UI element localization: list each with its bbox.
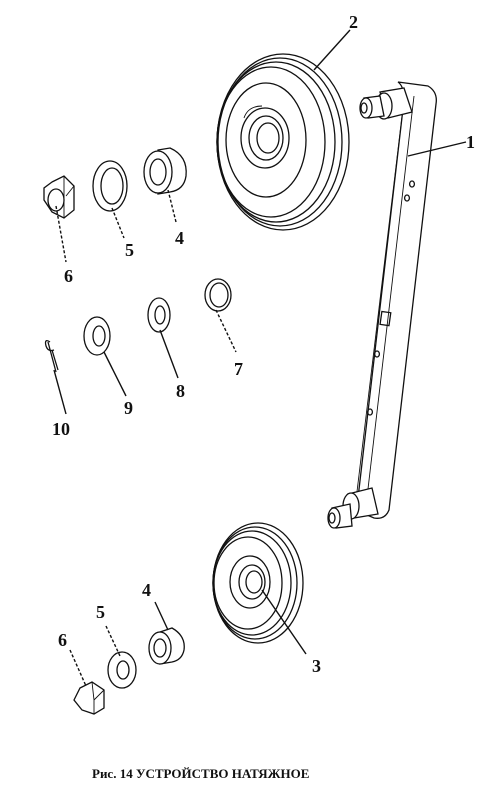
washer-upper xyxy=(92,160,128,212)
callout-10: 10 xyxy=(52,419,70,439)
small-pulley xyxy=(212,522,304,644)
leader-lines xyxy=(53,29,467,687)
callout-2: 2 xyxy=(349,12,358,32)
callout-labels: 1 2 3 4 5 6 7 8 9 10 4 5 6 xyxy=(52,12,475,676)
callout-6-lower: 6 xyxy=(58,630,67,650)
callout-8: 8 xyxy=(176,381,185,401)
bushing-upper xyxy=(143,147,187,195)
ring-7 xyxy=(204,278,232,312)
washer-8 xyxy=(147,297,171,333)
callout-5-lower: 5 xyxy=(96,602,105,622)
cotter-pin xyxy=(44,340,59,373)
callout-5-upper: 5 xyxy=(125,240,134,260)
callout-4-lower: 4 xyxy=(142,580,151,600)
callout-9: 9 xyxy=(124,398,133,418)
callout-4-upper: 4 xyxy=(175,228,184,248)
figure-caption: Рис. 14 УСТРОЙСТВО НАТЯЖНОЕ xyxy=(92,766,310,781)
bushing-lower xyxy=(148,627,185,665)
washer-9 xyxy=(83,316,111,356)
callout-3: 3 xyxy=(312,656,321,676)
hex-nut-lower xyxy=(73,681,105,715)
washer-lower xyxy=(107,651,137,689)
callout-7: 7 xyxy=(234,359,243,379)
callout-6-upper: 6 xyxy=(64,266,73,286)
large-pulley xyxy=(216,53,350,231)
callout-1: 1 xyxy=(466,132,475,152)
tensioner-arm xyxy=(327,81,437,529)
hex-nut-upper xyxy=(43,175,75,219)
